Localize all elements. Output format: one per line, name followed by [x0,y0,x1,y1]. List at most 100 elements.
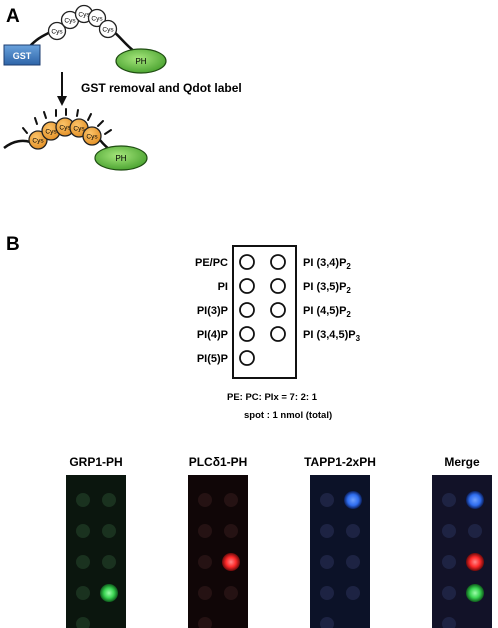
panel-b-label: B [6,234,20,255]
blot-3-faint-spot [320,524,334,538]
lipid-spot-left-1 [239,254,255,270]
cys-bead-4 [87,8,107,28]
lipid-spot-left-5 [239,350,255,366]
blot-4: Merge [432,455,492,628]
blot-2-title: PLCδ1-PH [189,455,248,469]
blot-3-faint-spot [320,555,334,569]
lipid-spot-left-4 [239,326,255,342]
blot-1-faint-spot [102,493,116,507]
gst-tag-box [3,44,41,66]
lipid-spot-right-2 [270,278,286,294]
layout-left-column: PE/PC PI PI(3)P PI(4)P PI(5)P [195,254,255,366]
blot-4-faint-spot [442,493,456,507]
lipid-label-right-2: PI (3,5)P2 [303,281,351,295]
lipid-label-left-5: PI(5)P [197,353,228,365]
cys-bead-1 [47,21,67,41]
linker-bottom-left [3,139,31,149]
blot-2: PLCδ1-PH [188,455,248,628]
ratio-text: PE: PC: PIx = 7: 2: 1 [227,392,318,403]
cys-bead-4-label: Cys [91,16,103,23]
spot-amount-text: spot : 1 nmol (total) [244,410,332,421]
blot-1-faint-spot [102,524,116,538]
blot-2-faint-spot [198,617,212,628]
blot-3-faint-spot [320,493,334,507]
blot-panels: GRP1-PH PLCδ1-PH TAPP1-2xPH Merge [66,455,492,628]
blot-4-title: Merge [444,455,480,469]
blot-2-faint-spot [224,524,238,538]
qdot-cys-bead-5 [82,126,102,146]
qdot-cys-bead-4-label: Cys [73,126,85,133]
ph-domain-top-label: PH [135,57,146,66]
ph-domain-top [115,48,167,74]
cys-bead-5-label: Cys [102,27,114,34]
cys-bead-group-unlabeled: Cys Cys Cys Cys Cys [47,4,118,41]
blot-1-signal-spot-1 [100,584,118,602]
lipid-spot-right-4 [270,326,286,342]
blot-3-faint-spot [346,586,360,600]
qdot-cys-bead-2-label: Cys [45,129,57,136]
qdot-cys-bead-5-label: Cys [86,134,98,141]
cys-bead-1-label: Cys [51,29,63,36]
cys-bead-3-label: Cys [78,12,90,19]
gst-tag-label: GST [13,51,32,61]
blot-1-faint-spot [76,586,90,600]
lipid-label-right-2-main: PI (3,5)P [303,281,346,293]
blot-3-faint-spot [320,617,334,628]
step-label: GST removal and Qdot label [81,81,242,95]
lipid-label-right-4-main: PI (3,4,5)P [303,329,356,341]
blot-1-faint-spot [76,524,90,538]
lipid-label-right-3-main: PI (4,5)P [303,305,346,317]
blot-2-membrane [188,475,248,628]
blot-3-faint-spot [346,524,360,538]
blot-4-faint-spot [442,617,456,628]
lipid-label-right-3: PI (4,5)P2 [303,305,351,319]
cys-bead-5 [98,19,118,39]
ph-domain-bottom-label: PH [115,154,126,163]
lipid-spot-left-2 [239,278,255,294]
lipid-label-left-2: PI [218,281,228,293]
blot-1-faint-spot [76,617,90,628]
blot-2-signal-spot-1 [222,553,240,571]
blot-2-faint-spot [198,586,212,600]
lipid-label-right-4-subscript: 3 [356,334,361,343]
panel-a-label: A [6,6,20,27]
blot-4-faint-spot [442,524,456,538]
lipid-spot-right-3 [270,302,286,318]
blot-1-faint-spot [76,493,90,507]
blot-1-membrane [66,475,126,628]
lipid-label-right-1: PI (3,4)P2 [303,257,351,271]
blot-4-faint-spot [468,524,482,538]
blot-4-faint-spot [442,555,456,569]
blot-3-title: TAPP1-2xPH [304,455,376,469]
qdot-label-marks [22,108,112,135]
blot-2-faint-spot [224,586,238,600]
blot-2-faint-spot [198,524,212,538]
blot-4-signal-spot-1 [466,491,484,509]
qdot-cys-bead-3-label: Cys [59,125,71,132]
blot-3-faint-spot [320,586,334,600]
lipid-label-left-3: PI(3)P [197,305,228,317]
blot-3-faint-spot [346,555,360,569]
blot-2-faint-spot [198,555,212,569]
blot-4-signal-spot-3 [466,584,484,602]
cys-bead-group-labeled: Cys Cys Cys Cys Cys [28,117,102,150]
ph-domain-bottom [94,145,148,171]
qdot-cys-bead-1-label: Cys [32,138,44,145]
blot-4-signal-spot-2 [466,553,484,571]
blot-1-faint-spot [102,555,116,569]
blot-1: GRP1-PH [66,455,126,628]
lipid-label-right-1-main: PI (3,4)P [303,257,346,269]
blot-2-faint-spot [224,493,238,507]
membrane-layout-box [232,245,297,379]
blot-1-faint-spot [76,555,90,569]
lipid-spot-left-3 [239,302,255,318]
blot-4-faint-spot [442,586,456,600]
cys-bead-2-label: Cys [64,18,76,25]
lipid-label-right-3-subscript: 2 [346,310,351,319]
lipid-label-left-4: PI(4)P [197,329,228,341]
lipid-spot-right-1 [270,254,286,270]
lipid-label-right-4: PI (3,4,5)P3 [303,329,361,343]
lipid-label-left-1: PE/PC [195,257,228,269]
